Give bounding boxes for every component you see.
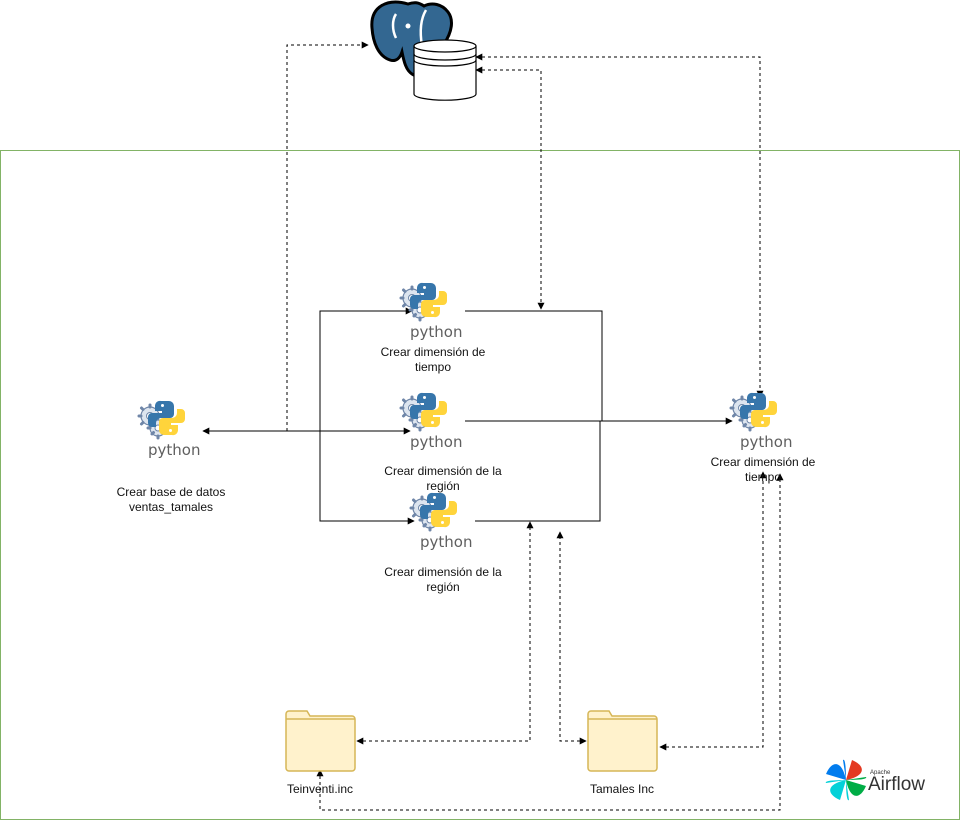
python-wordmark: python [420, 533, 472, 551]
python-icon: python [409, 491, 472, 551]
label-dim-region-mid: Crear dimensión de la región [384, 464, 502, 493]
python-wordmark: python [740, 433, 792, 451]
python-wordmark: python [148, 441, 200, 459]
python-icon: python [399, 391, 462, 451]
label-folder-teinventi: Teinventi.inc [286, 782, 354, 796]
database-cylinder-icon [413, 39, 477, 101]
label-dim-tiempo-right: Crear dimensión de tiempo [710, 455, 816, 484]
airflow-logo: Apache Airflow [825, 759, 925, 801]
edge-create-to-postgres [286, 41, 369, 431]
label-folder-tamales: Tamales Inc [589, 782, 655, 796]
label-dim-region-low: Crear dimensión de la región [384, 565, 502, 594]
edge-fork-top [319, 307, 413, 431]
folder-icon [285, 710, 356, 772]
dashed-connectors [286, 41, 784, 811]
python-wordmark: python [410, 323, 462, 341]
python-icon: python [399, 281, 462, 341]
python-icon: python [137, 399, 200, 459]
edge-tamales-to-right [659, 471, 767, 751]
postgresql-elephant-icon [370, 0, 477, 101]
python-icon: python [729, 391, 792, 451]
edge-postgres-to-top [475, 66, 545, 310]
airflow-pinwheel-icon [825, 759, 867, 801]
airflow-wordmark: Airflow [868, 774, 925, 795]
python-wordmark: python [410, 433, 462, 451]
label-create-db: Crear base de datos ventas_tamales [116, 485, 226, 514]
edge-tamales-to-low [556, 531, 587, 745]
edge-teinventi-to-low [356, 521, 534, 745]
airflow-apache-text: Apache [870, 770, 891, 776]
edge-postgres-to-right [475, 53, 764, 398]
edge-teinventi-to-right [316, 473, 784, 811]
folder-icon [587, 710, 658, 772]
label-dim-tiempo-top: Crear dimensión de tiempo [380, 345, 486, 374]
